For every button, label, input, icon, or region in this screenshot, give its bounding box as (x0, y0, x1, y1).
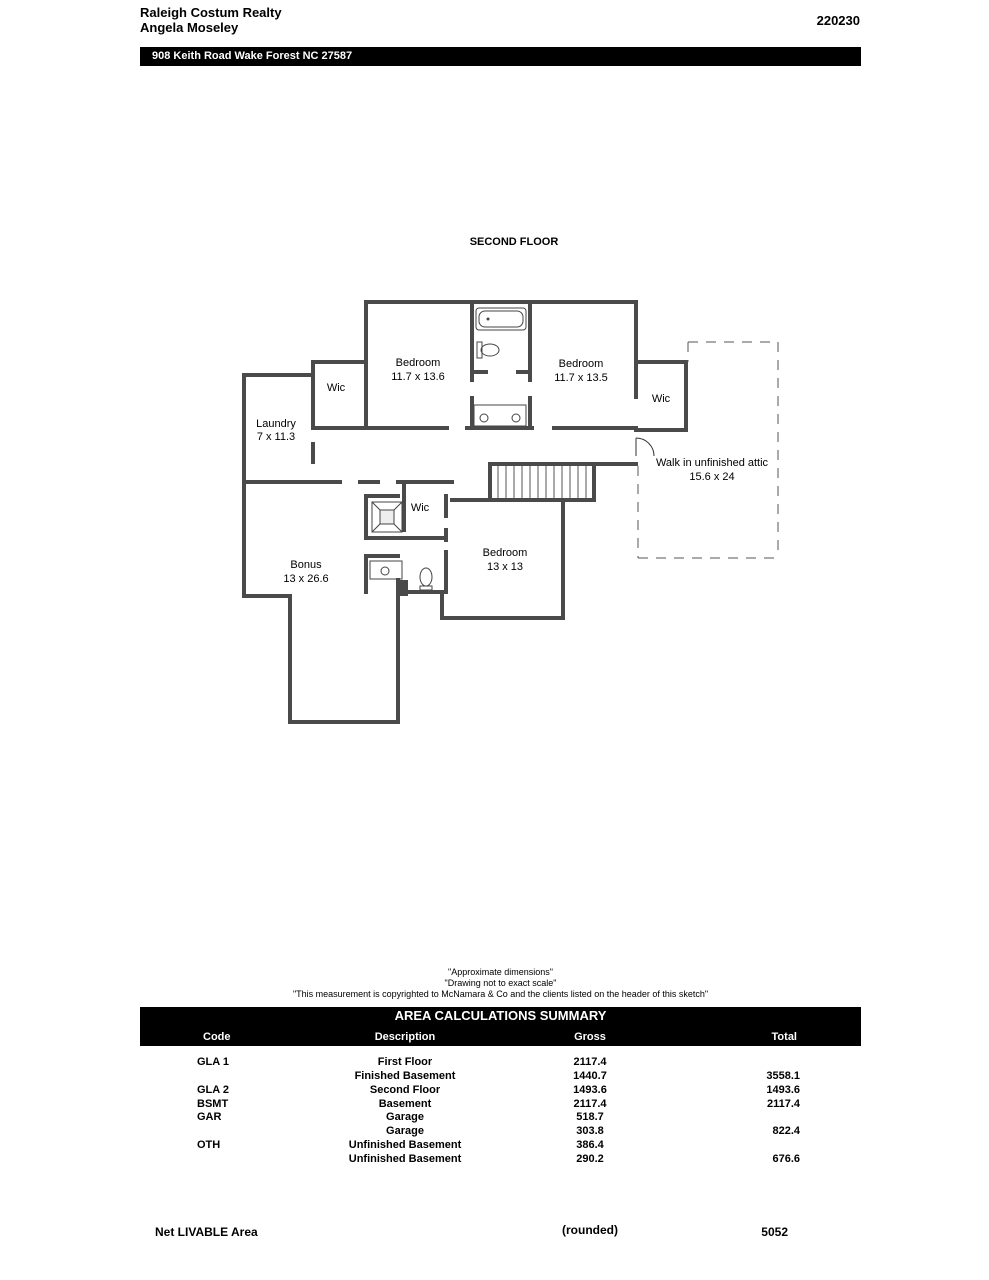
company-name: Raleigh Costum Realty (140, 5, 282, 20)
net-livable-row: Net LIVABLE Area (rounded) 5052 (140, 1223, 861, 1241)
row-code: GLA 1 (197, 1056, 229, 1068)
room-name: Bedroom (483, 547, 528, 559)
table-row: Unfinished Basement 290.2 676.6 (140, 1152, 861, 1166)
row-description: Garage (386, 1111, 424, 1123)
room-name: Bonus (290, 559, 322, 571)
room-dims: 15.6 x 24 (689, 471, 734, 483)
summary-title: AREA CALCULATIONS SUMMARY (394, 1008, 607, 1023)
table-row: GAR Garage 518.7 (140, 1110, 861, 1124)
row-total: 1493.6 (766, 1084, 800, 1096)
row-code: BSMT (197, 1098, 229, 1110)
room-dims: 11.7 x 13.5 (554, 372, 608, 384)
row-description: Unfinished Basement (348, 1153, 462, 1165)
table-row: BSMT Basement 2117.4 2117.4 (140, 1097, 861, 1111)
col-gross: Gross (574, 1031, 606, 1043)
row-gross: 303.8 (576, 1125, 604, 1137)
table-row: OTH Unfinished Basement 386.4 (140, 1138, 861, 1152)
file-id: 220230 (816, 13, 860, 28)
row-gross: 2117.4 (573, 1056, 607, 1068)
note-line: "Drawing not to exact scale" (444, 978, 557, 988)
toilet-icon-2 (419, 567, 433, 591)
row-description: Garage (386, 1125, 424, 1137)
col-description: Description (374, 1031, 436, 1043)
attic-outline (637, 341, 779, 559)
room-dims: 7 x 11.3 (257, 431, 295, 443)
row-gross: 290.2 (576, 1153, 604, 1165)
row-code: OTH (197, 1139, 221, 1151)
room-dims: 13 x 26.6 (283, 573, 328, 585)
agent-name: Angela Moseley (140, 20, 239, 35)
row-total: 3558.1 (766, 1070, 800, 1082)
room-name: Wic (327, 382, 346, 394)
row-gross: 2117.4 (573, 1098, 607, 1110)
row-description: Second Floor (369, 1084, 441, 1096)
toilet-icon (476, 341, 500, 359)
bathtub-icon (475, 307, 527, 331)
wall-column (396, 580, 408, 596)
room-name: Wic (411, 502, 430, 514)
floor-title: SECOND FLOOR (469, 236, 559, 248)
row-code: GLA 2 (197, 1084, 229, 1096)
row-total: 676.6 (772, 1153, 800, 1165)
row-description: First Floor (377, 1056, 433, 1068)
net-note: (rounded) (562, 1223, 618, 1237)
vanity-icon (369, 560, 403, 580)
row-description: Finished Basement (354, 1070, 456, 1082)
property-address: 908 Keith Road Wake Forest NC 27587 (152, 50, 353, 62)
room-dims: 11.7 x 13.6 (391, 371, 445, 383)
room-name: Laundry (256, 418, 296, 430)
room-name: Walk in unfinished attic (656, 457, 769, 469)
table-row: Garage 303.8 822.4 (140, 1124, 861, 1138)
col-code: Code (203, 1031, 231, 1043)
row-description: Unfinished Basement (348, 1139, 462, 1151)
row-gross: 386.4 (576, 1139, 604, 1151)
table-row: GLA 2 Second Floor 1493.6 1493.6 (140, 1083, 861, 1097)
note-line: "This measurement is copyrighted to McNa… (292, 989, 709, 999)
walls (242, 300, 688, 724)
note-line: "Approximate dimensions" (448, 967, 553, 977)
row-total: 822.4 (772, 1125, 800, 1137)
table-row: Finished Basement 1440.7 3558.1 (140, 1069, 861, 1083)
room-name: Bedroom (559, 358, 604, 370)
room-name: Wic (652, 393, 671, 405)
row-gross: 1493.6 (573, 1084, 607, 1096)
attic-door-swing (635, 437, 655, 457)
room-dims: 13 x 13 (487, 561, 523, 573)
row-gross: 1440.7 (573, 1070, 607, 1082)
vanity-double-icon (473, 404, 527, 427)
stair-treads (497, 466, 587, 498)
col-total: Total (771, 1031, 797, 1043)
row-description: Basement (378, 1098, 432, 1110)
row-total: 2117.4 (766, 1098, 800, 1110)
net-value: 5052 (761, 1225, 788, 1239)
address-bar: 908 Keith Road Wake Forest NC 27587 (140, 47, 861, 66)
row-gross: 518.7 (576, 1111, 604, 1123)
row-code: GAR (197, 1111, 222, 1123)
room-name: Bedroom (396, 357, 441, 369)
net-label: Net LIVABLE Area (155, 1225, 258, 1239)
disclaimer-notes: "Approximate dimensions" "Drawing not to… (140, 967, 861, 1000)
shower-icon (371, 501, 403, 533)
table-row: GLA 1 First Floor 2117.4 (140, 1055, 861, 1069)
summary-header: AREA CALCULATIONS SUMMARY Code Descripti… (140, 1007, 861, 1046)
